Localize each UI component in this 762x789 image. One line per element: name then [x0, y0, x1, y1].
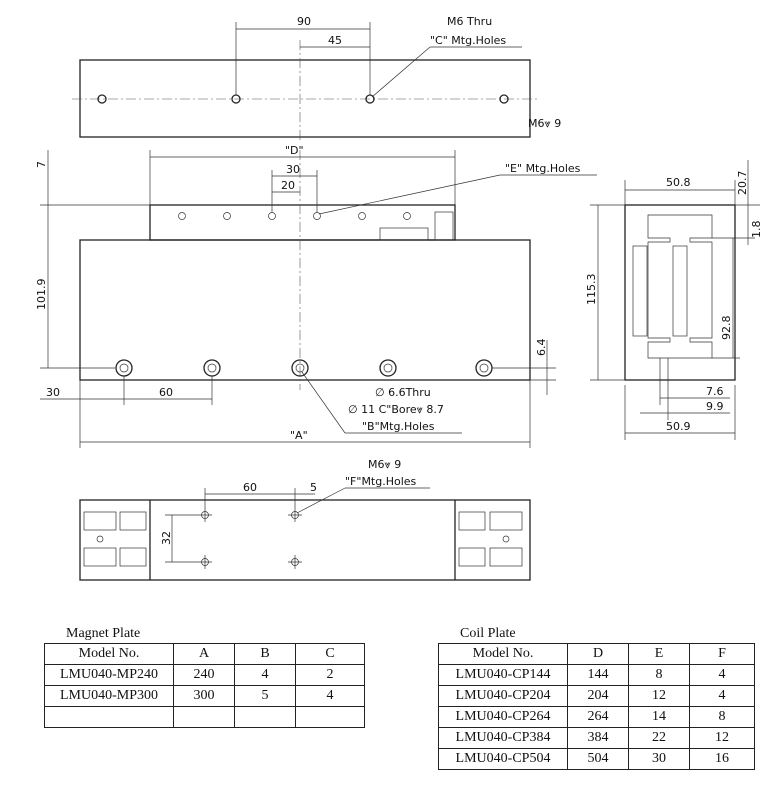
cell: LMU040-MP240 [44, 664, 174, 686]
dim-1-8: 1.8 [750, 221, 762, 239]
magnet-plate-section: Magnet Plate Model No. A B C LMU040-MP24… [44, 626, 365, 728]
bottom-view-coil-plate: 60 5 32 M6⩔ 9 "F"Mtg.Holes [79, 458, 531, 581]
dim-9-9: 9.9 [706, 400, 724, 413]
header-cell: F [689, 643, 755, 665]
dim-115-3: 115.3 [585, 274, 598, 306]
dim-7: 7 [35, 161, 48, 168]
cell: 16 [689, 748, 755, 770]
header-cell: A [173, 643, 235, 665]
e-holes-thread-note: M6⩔ 9 [528, 117, 561, 130]
end-view: 50.8 50.9 115.3 92.8 20.7 1.8 7.6 9.9 [585, 160, 762, 440]
dim-20: 20 [281, 179, 295, 192]
dim-45: 45 [328, 34, 342, 47]
dim-6-4: 6.4 [535, 339, 548, 357]
coil-table-title: Coil Plate [460, 626, 516, 641]
cell [295, 706, 365, 728]
dim-30-top: 30 [286, 163, 300, 176]
table-header-row: Model No. A B C [44, 643, 365, 665]
header-cell: B [234, 643, 296, 665]
cell [44, 706, 174, 728]
dim-20-7: 20.7 [736, 171, 749, 196]
dim-50-8: 50.8 [666, 176, 691, 189]
cell: 504 [567, 748, 629, 770]
cell: 4 [234, 664, 296, 686]
cell: 30 [628, 748, 690, 770]
cell: 22 [628, 727, 690, 749]
b-holes-thru-note: ∅ 6.6Thru [375, 386, 431, 399]
dim-101-9: 101.9 [35, 279, 48, 311]
cell: LMU040-MP300 [44, 685, 174, 707]
cell: 264 [567, 706, 629, 728]
b-holes-label: "B"Mtg.Holes [362, 420, 435, 433]
cell: 12 [628, 685, 690, 707]
dim-90: 90 [297, 15, 311, 28]
header-cell: C [295, 643, 365, 665]
header-cell: Model No. [438, 643, 568, 665]
cell [173, 706, 235, 728]
cell: LMU040-CP384 [438, 727, 568, 749]
cell: 240 [173, 664, 235, 686]
cell: LMU040-CP204 [438, 685, 568, 707]
dim-30-left: 30 [46, 386, 60, 399]
cell: LMU040-CP144 [438, 664, 568, 686]
table-row [44, 706, 365, 728]
e-holes-label: "E" Mtg.Holes [505, 162, 581, 175]
cell: 2 [295, 664, 365, 686]
cell: LMU040-CP504 [438, 748, 568, 770]
dim-92-8: 92.8 [720, 316, 733, 341]
c-holes-label: "C" Mtg.Holes [430, 34, 506, 47]
cell: 12 [689, 727, 755, 749]
b-holes-bore-note: ∅ 11 C"Bore⩔ 8.7 [348, 403, 444, 416]
cell: 300 [173, 685, 235, 707]
cell: 144 [567, 664, 629, 686]
table-header-row: Model No. D E F [438, 643, 755, 665]
header-cell: Model No. [44, 643, 174, 665]
cell: 8 [628, 664, 690, 686]
dim-A: "A" [290, 429, 308, 442]
header-cell: D [567, 643, 629, 665]
f-mounting-holes [198, 508, 302, 569]
top-view-magnet-plate: 90 45 M6 Thru "C" Mtg.Holes [72, 15, 540, 140]
dim-D: "D" [285, 144, 304, 157]
b-mounting-holes [115, 359, 493, 377]
cell: 204 [567, 685, 629, 707]
e-mounting-holes [178, 212, 411, 220]
cell: 4 [689, 664, 755, 686]
cell: 4 [295, 685, 365, 707]
dim-7-6: 7.6 [706, 385, 724, 398]
dim-5: 5 [310, 481, 317, 494]
dim-50-9: 50.9 [666, 420, 691, 433]
cell [234, 706, 296, 728]
side-view: "D" 30 20 7 101.9 30 60 "A" 6.4 M6⩔ 9 "E… [35, 117, 597, 448]
header-cell: E [628, 643, 690, 665]
cell: 4 [689, 685, 755, 707]
f-holes-label: "F"Mtg.Holes [345, 475, 417, 488]
dim-60-bottom: 60 [243, 481, 257, 494]
c-holes-thread-note: M6 Thru [447, 15, 492, 28]
f-holes-thread-note: M6⩔ 9 [368, 458, 401, 471]
dim-60: 60 [159, 386, 173, 399]
cell: 5 [234, 685, 296, 707]
cell: 14 [628, 706, 690, 728]
cell: 384 [567, 727, 629, 749]
cell: LMU040-CP264 [438, 706, 568, 728]
dim-32: 32 [160, 531, 173, 545]
cell: 8 [689, 706, 755, 728]
magnet-table-title: Magnet Plate [66, 626, 141, 641]
